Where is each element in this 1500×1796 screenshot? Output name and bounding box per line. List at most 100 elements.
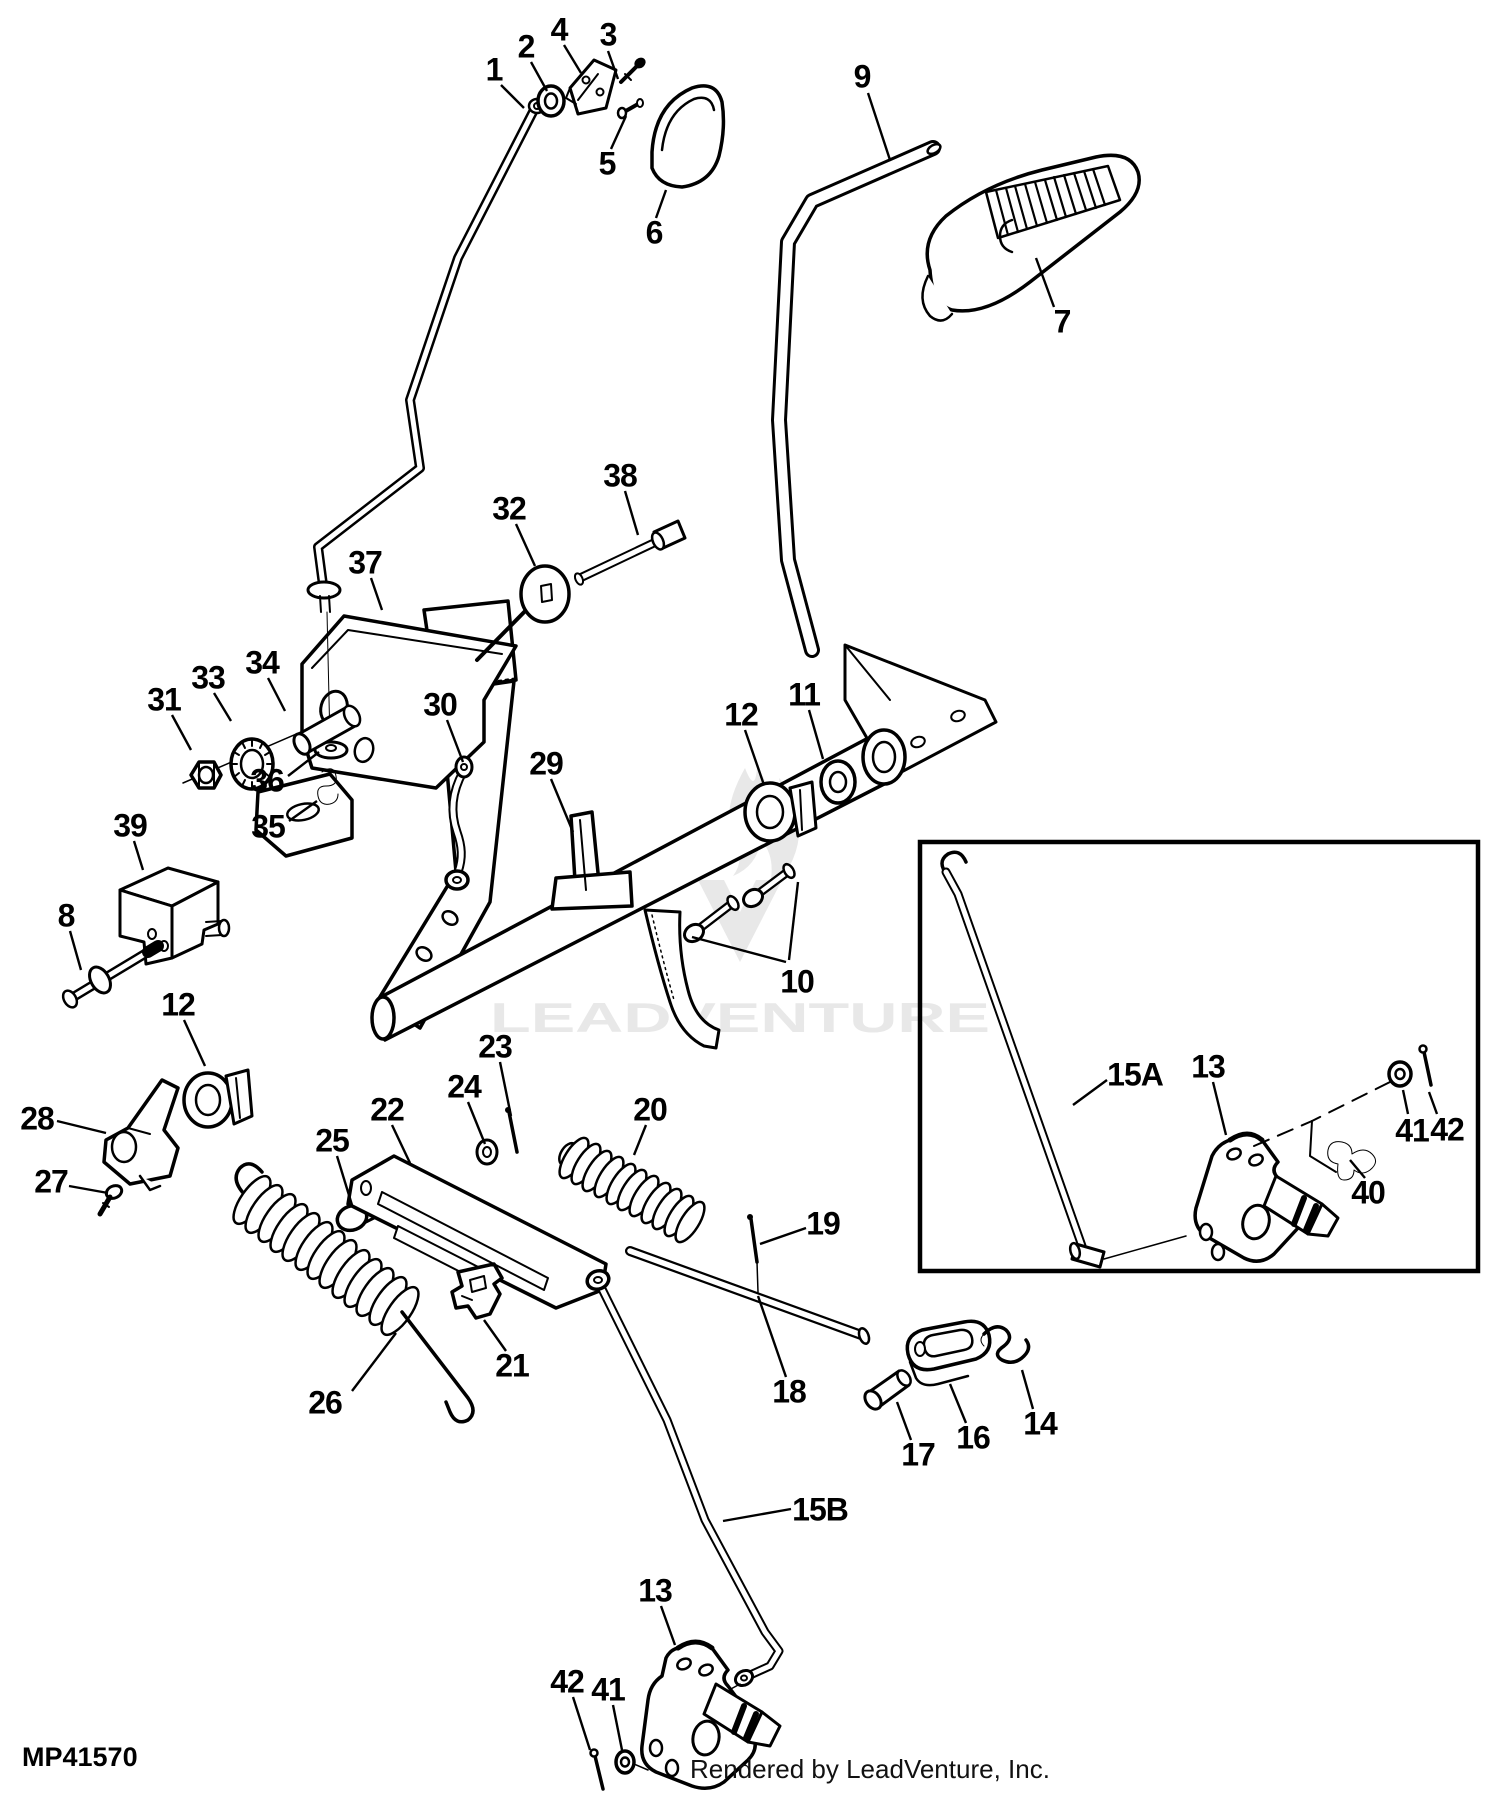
leader-line-5	[609, 115, 628, 150]
callout-11: 11	[788, 676, 821, 713]
grip-ribs	[994, 167, 1107, 237]
callout-9: 9	[853, 58, 872, 95]
part-14-cotter-pin	[980, 1325, 1031, 1364]
part-28-bracket	[102, 1078, 180, 1192]
part-40-spring-clip	[1327, 1141, 1376, 1181]
callout-29: 29	[529, 745, 564, 782]
leader-line-40	[1349, 1159, 1366, 1179]
leader-line-19	[759, 1226, 807, 1246]
leader-line-42	[571, 1696, 592, 1751]
leader-line-7	[1034, 257, 1056, 308]
callout-10: 10	[780, 963, 815, 1000]
part-20-spring	[558, 1136, 706, 1244]
leader-line-34	[266, 677, 287, 712]
leader-line-39	[132, 840, 145, 871]
leader-line-10	[787, 881, 800, 961]
callout-41: 41	[1395, 1112, 1430, 1149]
callout-22: 22	[370, 1091, 405, 1128]
callout-42: 42	[1430, 1111, 1465, 1148]
part-42-cotter-pin-bottom	[589, 1748, 605, 1791]
leader-line-12	[182, 1019, 207, 1067]
part-41-washer-bottom	[614, 1749, 649, 1775]
callout-8: 8	[57, 897, 76, 934]
leader-line-35	[288, 800, 318, 822]
part-17-pin	[863, 1369, 912, 1411]
callout-30: 30	[423, 686, 458, 723]
part-13-bracket-bottom	[640, 1639, 782, 1790]
callout-3: 3	[599, 16, 618, 53]
callout-40: 40	[1351, 1174, 1386, 1211]
callout-7: 7	[1053, 303, 1072, 340]
callout-41: 41	[591, 1671, 626, 1708]
part-35-cotter-pin	[317, 768, 339, 805]
part-26-spring	[232, 1162, 475, 1424]
callout-39: 39	[113, 807, 148, 844]
callout-34: 34	[245, 644, 280, 681]
part-11-washer	[819, 759, 857, 805]
pivot-tube-bracket	[843, 643, 998, 786]
callout-35: 35	[251, 808, 286, 845]
leader-line-6	[654, 189, 668, 219]
leader-line-41	[611, 1704, 624, 1751]
part-21-latch	[450, 1262, 504, 1320]
part-24-ring	[475, 1138, 499, 1166]
leader-line-33	[212, 692, 233, 722]
leader-line-20	[632, 1124, 648, 1156]
part-6-shield	[650, 84, 726, 189]
leader-line-14	[1020, 1369, 1035, 1410]
callout-23: 23	[478, 1028, 513, 1065]
callout-16: 16	[956, 1419, 991, 1456]
part-13-bracket-inset	[1193, 1131, 1340, 1263]
leader-line-2	[529, 61, 549, 92]
leader-line-13	[659, 1605, 677, 1646]
leader-line-31	[170, 714, 193, 751]
callout-15A: 15A	[1107, 1056, 1164, 1093]
callout-1: 1	[485, 51, 504, 88]
part-10-carriage-bolts	[683, 862, 796, 944]
leader-line-38	[623, 490, 640, 536]
callout-18: 18	[772, 1373, 807, 1410]
part-27-screw	[97, 1184, 124, 1217]
part-33-bushing	[229, 737, 275, 791]
leader-line-36	[287, 751, 320, 777]
part-2-washer	[536, 84, 566, 118]
leader-line-24	[466, 1101, 487, 1145]
leader-line-8	[68, 930, 83, 971]
part-8-bolt	[61, 940, 164, 1009]
part-15B-rod	[585, 1268, 784, 1697]
callout-36: 36	[250, 762, 285, 799]
callout-32: 32	[492, 490, 527, 527]
part-34-pin	[292, 704, 362, 756]
part-41-washer-inset	[1387, 1060, 1413, 1088]
pedal-blade	[643, 908, 721, 1050]
callout-27: 27	[34, 1163, 69, 1200]
part-29-bracket	[550, 810, 634, 911]
leader-line-30	[445, 719, 465, 763]
callout-26: 26	[308, 1384, 343, 1421]
leader-line-16	[948, 1383, 968, 1424]
callout-5: 5	[598, 145, 617, 182]
part-36-pin-and-flange	[306, 580, 349, 760]
callout-4: 4	[550, 11, 569, 48]
leader-line-13	[1211, 1081, 1228, 1136]
leader-line-41	[1401, 1089, 1410, 1115]
leader-line-3	[606, 50, 620, 80]
leader-line-11	[807, 709, 825, 760]
leader-line-26	[351, 1332, 397, 1392]
callout-21: 21	[495, 1347, 530, 1384]
leader-line-27	[68, 1184, 109, 1195]
part-39-switch	[118, 866, 231, 966]
callout-24: 24	[447, 1068, 482, 1105]
part-16-clevis	[905, 1319, 992, 1387]
callout-31: 31	[147, 681, 182, 718]
leader-line-9	[866, 92, 892, 161]
part-7-handle-grip	[921, 153, 1141, 322]
part-15A-rod	[940, 850, 1187, 1269]
leader-line-25	[335, 1155, 354, 1206]
inset-assembly-lines	[1253, 1081, 1391, 1173]
leader-line-42	[1427, 1091, 1439, 1115]
part-31-nut	[189, 760, 223, 790]
part-12-bushing-center	[743, 780, 818, 843]
